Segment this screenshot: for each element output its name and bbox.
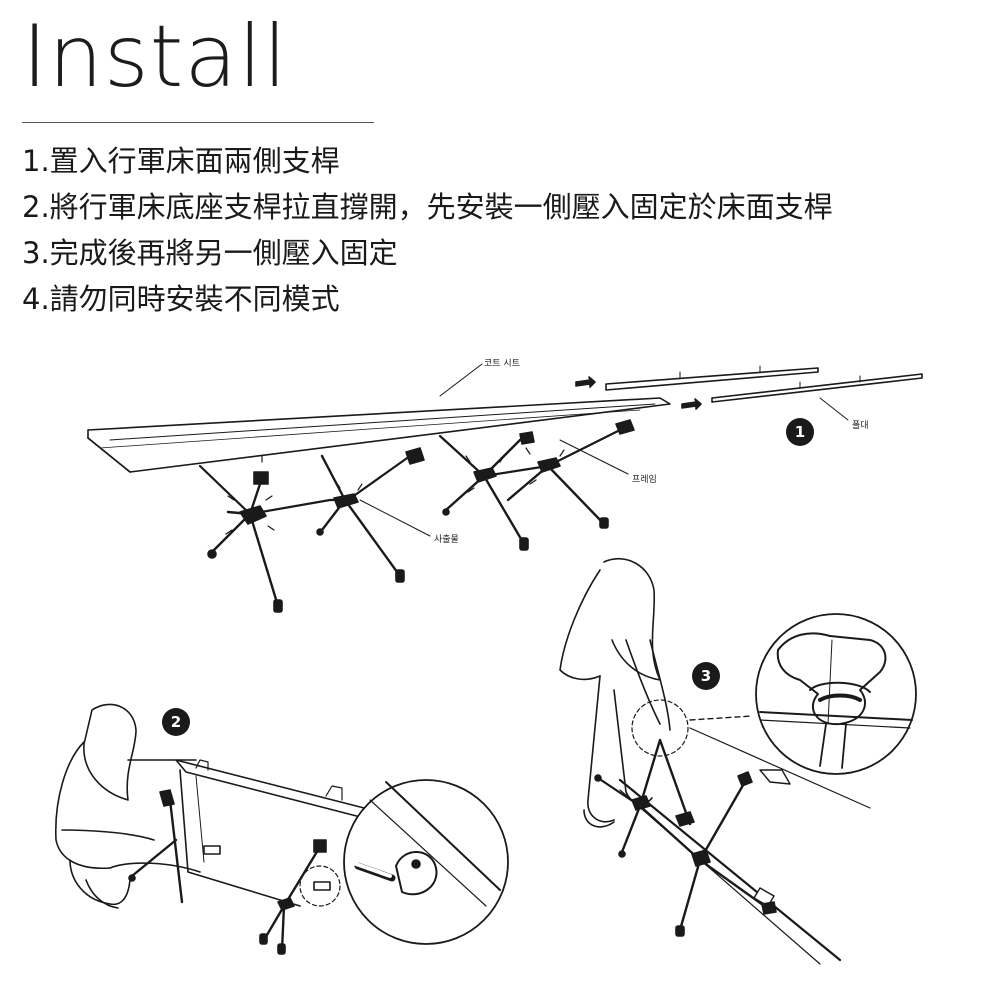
install-step-three [559, 557, 917, 965]
label-frame: 프레임 [632, 473, 657, 485]
step-marker-2: 2 [162, 708, 190, 736]
label-seat: 코트 시트 [484, 358, 520, 369]
label-pole: 폴대 [852, 420, 869, 431]
step-marker-3: 3 [692, 662, 720, 690]
install-step-two [54, 703, 509, 955]
label-joint: 사출물 [434, 534, 459, 545]
step-marker-1: 1 [786, 418, 814, 446]
instruction-step: 1.置入行軍床面兩側支桿 [22, 144, 340, 178]
instruction-list: 1.置入行軍床面兩側支桿 2.將行軍床底座支桿拉直撐開，先安裝一側壓入固定於床面… [22, 138, 833, 322]
title-divider [22, 122, 374, 123]
page-title: Install [22, 7, 288, 107]
cot-overview [87, 363, 923, 613]
step-marker-label: 3 [701, 667, 711, 685]
instruction-step: 2.將行軍床底座支桿拉直撐開，先安裝一側壓入固定於床面支桿 [22, 190, 833, 224]
instruction-step: 3.完成後再將另一側壓入固定 [22, 236, 398, 270]
step-marker-label: 2 [171, 713, 181, 731]
instruction-step: 4.請勿同時安裝不同模式 [22, 282, 340, 316]
step-marker-label: 1 [795, 423, 805, 441]
